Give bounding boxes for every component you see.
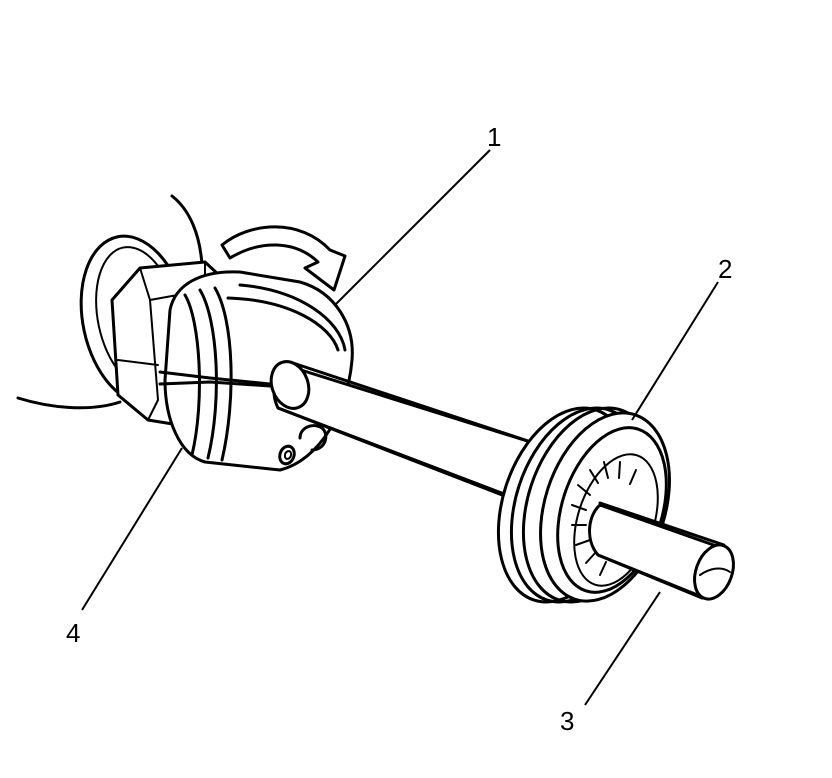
clockwise-rotation-arrow bbox=[220, 225, 347, 292]
callout-1: 1 bbox=[487, 122, 501, 152]
leader-lines bbox=[81, 149, 719, 706]
output-shaft bbox=[588, 501, 735, 601]
bearing-assembly bbox=[496, 406, 671, 604]
leader-line-4 bbox=[81, 447, 183, 611]
leader-line-2 bbox=[631, 281, 719, 421]
leader-line-3 bbox=[584, 591, 661, 706]
callout-3: 3 bbox=[560, 706, 574, 736]
hand-outline bbox=[16, 194, 204, 410]
callout-4: 4 bbox=[66, 618, 80, 648]
spline-ticks bbox=[571, 461, 637, 576]
leader-line-1 bbox=[334, 149, 491, 306]
shaft bbox=[269, 360, 542, 502]
tool-collar bbox=[158, 270, 354, 472]
callout-2: 2 bbox=[718, 254, 732, 284]
